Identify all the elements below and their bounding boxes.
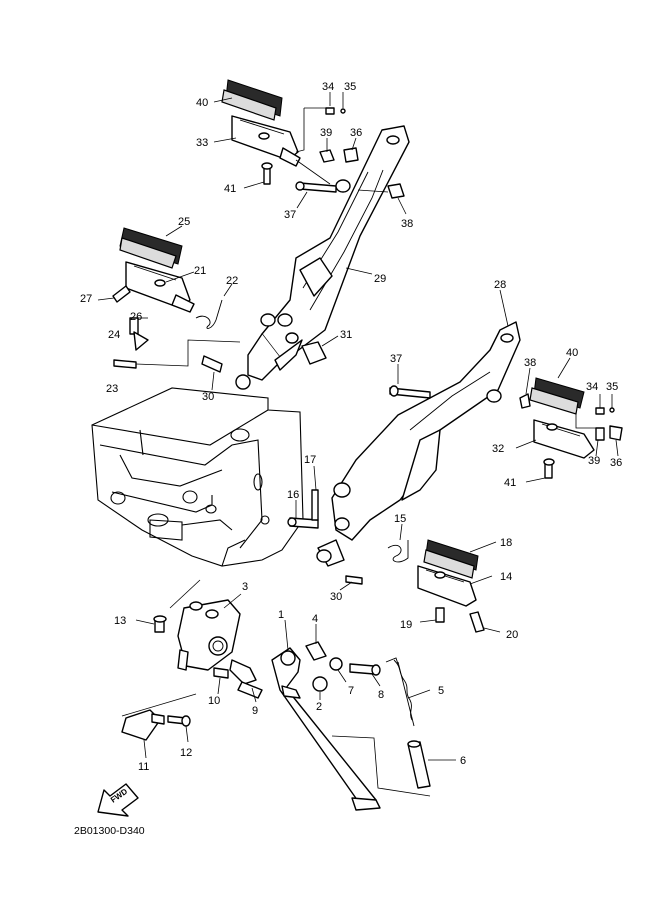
callout-34-top: 34	[322, 81, 334, 93]
rear-footrest-top-left	[221, 79, 405, 199]
callout-13: 13	[114, 615, 126, 627]
callout-37-top: 37	[284, 209, 296, 221]
right-rear-footrest-bracket	[316, 321, 531, 585]
frame-outline	[91, 387, 304, 567]
callout-40-top: 40	[196, 97, 208, 109]
callout-17: 17	[304, 454, 316, 466]
callout-11: 11	[138, 761, 149, 773]
sidestand-switch	[121, 693, 197, 741]
callout-39-right: 39	[588, 455, 600, 467]
callout-8: 8	[378, 689, 384, 701]
sidestand-bracket	[153, 579, 241, 679]
callout-2: 2	[316, 701, 322, 713]
callout-26: 26	[130, 311, 142, 323]
footrest-left-mid	[112, 227, 327, 373]
callout-16: 16	[287, 489, 299, 501]
callout-1: 1	[278, 609, 284, 621]
callout-27: 27	[80, 293, 92, 305]
callout-32: 32	[492, 443, 504, 455]
callout-28: 28	[494, 279, 506, 291]
callout-22: 22	[226, 275, 238, 287]
callout-19: 19	[400, 619, 412, 631]
callout-9: 9	[252, 705, 258, 717]
callout-14: 14	[500, 571, 512, 583]
callout-5: 5	[438, 685, 444, 697]
callout-23: 23	[106, 383, 118, 395]
callout-38-top: 38	[401, 218, 413, 230]
callout-24: 24	[108, 329, 120, 341]
callout-7: 7	[348, 685, 354, 697]
callout-41-top: 41	[224, 183, 236, 195]
callout-39-top: 39	[320, 127, 332, 139]
callout-34-right: 34	[586, 381, 598, 393]
callout-20: 20	[506, 629, 518, 641]
callout-15: 15	[394, 513, 406, 525]
diagram-code: 2B01300-D340	[74, 825, 145, 837]
callout-41-right: 41	[504, 477, 516, 489]
callout-labels: 40 34 35 33 39 36 41 37 38 25 21 22 29 2…	[80, 81, 622, 773]
front-footrest-right	[287, 489, 485, 633]
callout-36-right: 36	[610, 457, 622, 469]
leader-lines	[97, 92, 619, 761]
callout-35-right: 35	[606, 381, 618, 393]
forward-arrow-icon: FWD	[97, 783, 139, 817]
rear-footrest-right	[529, 377, 623, 479]
callout-29: 29	[374, 273, 386, 285]
callout-6: 6	[460, 755, 466, 767]
callout-12: 12	[180, 747, 192, 759]
callout-37-right: 37	[390, 353, 402, 365]
callout-38-right: 38	[524, 357, 536, 369]
callout-36-top: 36	[350, 127, 362, 139]
callout-21: 21	[194, 265, 206, 277]
callout-4: 4	[312, 613, 318, 625]
callout-25: 25	[178, 216, 190, 228]
sidestand	[229, 641, 431, 811]
callout-3: 3	[242, 581, 248, 593]
callout-30-left: 30	[202, 391, 214, 403]
callout-31: 31	[340, 329, 352, 341]
callout-18: 18	[500, 537, 512, 549]
callout-33: 33	[196, 137, 208, 149]
callout-30-right: 30	[330, 591, 342, 603]
callout-35-top: 35	[344, 81, 356, 93]
left-rear-footrest-bracket	[235, 125, 410, 390]
callout-10: 10	[208, 695, 220, 707]
callout-40-right: 40	[566, 347, 578, 359]
